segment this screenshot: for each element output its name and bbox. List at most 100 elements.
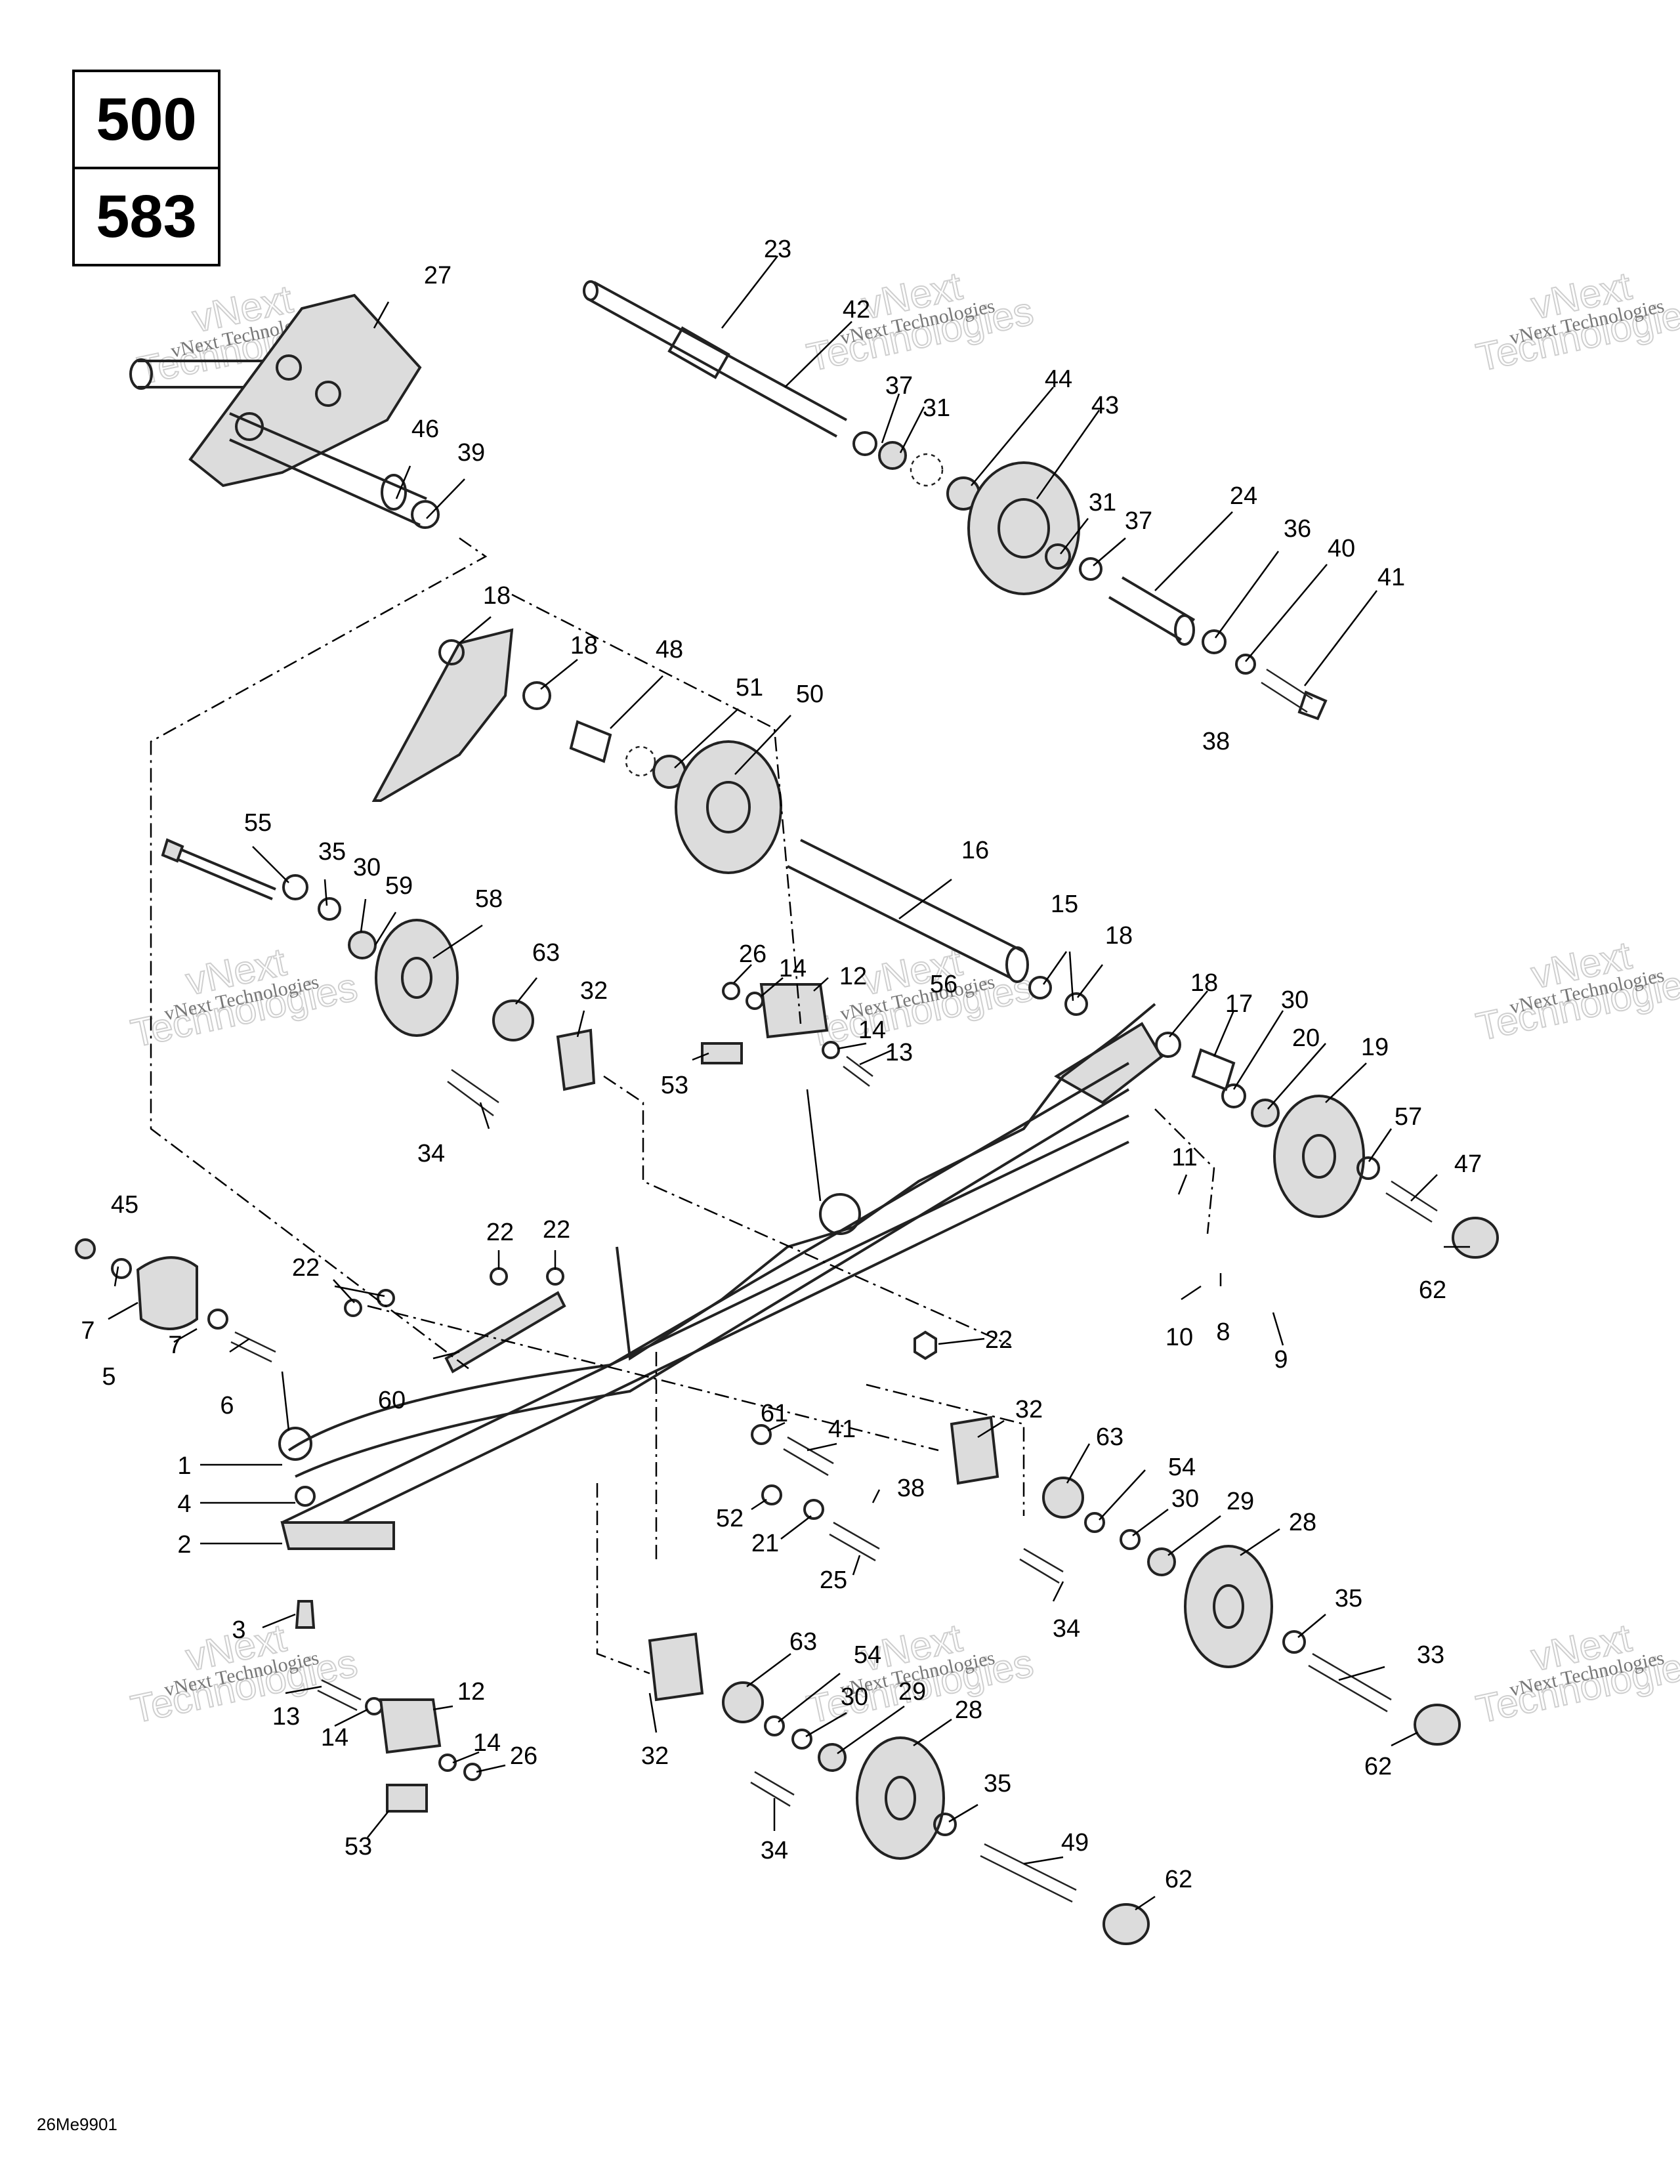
callout-11: 11 [1171,1144,1197,1171]
lower-wheel-group [648,1632,1150,1945]
callout-26: 26 [739,940,766,968]
callout-35: 35 [318,838,346,866]
callout-7: 7 [81,1317,94,1345]
diagram-code: 26Me9901 [37,2114,117,2134]
callout-22: 22 [985,1326,1013,1354]
callout-38: 38 [1202,728,1230,755]
callout-9: 9 [1274,1346,1288,1374]
callout-26b: 26 [510,1742,537,1770]
callout-32: 32 [580,977,608,1005]
callout-5: 5 [102,1363,116,1391]
callout-34b: 34 [1053,1615,1080,1643]
callout-53: 53 [661,1072,688,1099]
callout-35c: 35 [984,1770,1011,1797]
callout-31: 31 [923,394,950,422]
model-number-box: 500 583 [72,70,220,266]
right-mid-wheel-group [950,1416,1461,1746]
callout-38b: 38 [897,1475,925,1502]
callout-63c: 63 [789,1628,817,1656]
cross-plate [344,1267,937,1374]
model-500: 500 [96,85,197,153]
callout-16: 16 [961,837,989,864]
callout-labels: 23 42 37 31 44 43 31 37 24 36 40 41 38 2… [81,236,1482,1893]
callout-14: 14 [779,955,807,982]
callout-10: 10 [1166,1324,1193,1351]
callout-33: 33 [1417,1641,1444,1669]
callout-13: 13 [885,1039,913,1066]
callout-59: 59 [385,872,413,900]
callout-37b: 37 [1125,507,1152,535]
callout-22d: 22 [543,1216,570,1244]
callout-48: 48 [656,636,683,663]
callout-58: 58 [475,885,503,913]
callout-29: 29 [1227,1488,1254,1515]
callout-46: 46 [411,415,439,443]
callout-28: 28 [1289,1509,1316,1536]
callout-8: 8 [1216,1318,1230,1346]
callout-34: 34 [417,1140,445,1167]
callout-36: 36 [1284,515,1311,543]
callout-62b: 62 [1364,1753,1392,1780]
callout-14d: 14 [473,1729,501,1757]
callout-14c: 14 [321,1724,348,1752]
callout-62c: 62 [1165,1866,1192,1893]
callout-1: 1 [177,1452,191,1480]
callout-34c: 34 [761,1837,788,1864]
callout-53b: 53 [345,1833,372,1860]
callout-12b: 12 [457,1678,485,1706]
leader-lines [108,255,1470,1911]
guide-lines [150,537,1215,1675]
callout-40: 40 [1328,535,1355,562]
drawing-layer [75,280,1499,1945]
callout-14b: 14 [858,1017,886,1044]
model-583: 583 [75,167,218,264]
callout-23: 23 [764,236,791,263]
upper-shaft [583,280,1328,721]
callout-41: 41 [1377,564,1405,591]
callout-39: 39 [457,439,485,467]
callout-32b: 32 [1015,1396,1043,1423]
callout-3: 3 [232,1616,245,1644]
callout-6: 6 [220,1392,234,1419]
callout-19: 19 [1361,1034,1389,1061]
callout-18c: 18 [1105,922,1133,950]
callout-2: 2 [177,1531,191,1559]
callout-45: 45 [111,1191,138,1219]
callout-63: 63 [532,939,560,967]
callout-52: 52 [716,1505,744,1532]
callout-22c: 22 [486,1219,514,1246]
callout-54: 54 [1168,1454,1196,1481]
callout-25: 25 [820,1566,847,1594]
callout-27: 27 [424,262,452,289]
callout-56: 56 [930,971,957,998]
callout-44: 44 [1045,366,1072,393]
callout-21: 21 [751,1530,779,1557]
callout-30d: 30 [841,1683,868,1711]
callout-60: 60 [378,1387,406,1414]
callout-12: 12 [839,963,867,990]
callout-63b: 63 [1096,1423,1124,1451]
rear-arm [129,293,440,529]
callout-22b: 22 [292,1254,320,1282]
callout-17: 17 [1225,990,1253,1018]
callout-37: 37 [885,372,913,400]
callout-47: 47 [1454,1150,1482,1178]
callout-20: 20 [1292,1024,1320,1052]
callout-29b: 29 [898,1678,926,1706]
right-rear-wheel-group [1054,1022,1499,1259]
callout-50: 50 [796,681,824,708]
callout-43: 43 [1091,392,1119,419]
left-wheel-group [161,838,596,1117]
callout-7b: 7 [168,1332,182,1359]
callout-31b: 31 [1089,489,1116,516]
callout-15: 15 [1051,891,1078,918]
